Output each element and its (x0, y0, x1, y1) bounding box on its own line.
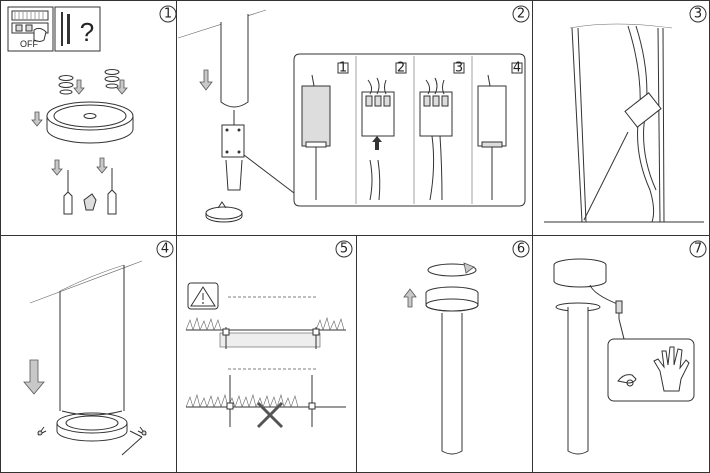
off-label: OFF (20, 39, 38, 49)
svg-text:4: 4 (513, 61, 521, 76)
hand-icon (33, 27, 47, 42)
panel-step-3: 3 (532, 0, 710, 236)
post-top (220, 14, 249, 108)
panel-step-6: 6 (356, 235, 533, 473)
post-body (441, 313, 463, 455)
panel-step-1: 1 OFF ? (0, 0, 177, 236)
screws-and-washers (58, 69, 128, 95)
hand-icon (617, 374, 637, 387)
step-number-circle (512, 5, 530, 23)
lamp-head (553, 258, 607, 288)
base-plate (46, 101, 134, 144)
anchor-bolts (51, 157, 117, 215)
step-number-circle (512, 240, 530, 258)
svg-text:1: 1 (339, 61, 347, 76)
panel-step-2: 2 1 (176, 0, 533, 236)
rotate-arrow-icon (427, 262, 477, 277)
step-number: 2 (517, 7, 525, 22)
panel-step-7: 7 (532, 235, 710, 473)
glove-icon (653, 346, 690, 392)
post-body (567, 307, 589, 455)
post-cutaway (571, 27, 665, 223)
step-number: 6 (517, 242, 525, 257)
substep-1: 1 (301, 61, 349, 200)
junction-box (221, 124, 245, 158)
question-mark: ? (80, 17, 94, 47)
step-number: 7 (694, 242, 702, 257)
power-cable (627, 25, 655, 223)
glove-callout (607, 338, 695, 402)
wiring-detail-callout: 1 2 3 (293, 53, 526, 207)
step-number-circle (335, 240, 353, 258)
panel-step-4: 4 (0, 235, 177, 473)
down-arrow (199, 69, 213, 91)
step-number: 3 (694, 7, 702, 22)
allen-key-icon (121, 430, 143, 456)
down-arrow (23, 359, 45, 395)
svg-text:2: 2 (397, 61, 405, 76)
substep-3: 3 (419, 61, 465, 201)
incorrect-install-ground (185, 368, 346, 429)
warning-triangle-icon (187, 282, 219, 310)
screw-right (137, 426, 147, 436)
cross-mark-icon (256, 401, 284, 429)
step-number-circle (689, 5, 707, 23)
step-number: 4 (161, 242, 169, 257)
substep-2: 2 (361, 61, 407, 201)
screw-left (37, 426, 47, 436)
substep-4: 4 (477, 61, 523, 200)
step-number-circle (156, 240, 174, 258)
correct-install-ground (185, 296, 346, 349)
power-switch-icon: OFF (7, 6, 54, 52)
connector-box (624, 92, 662, 128)
post-body (59, 265, 125, 411)
panel-step-5: 5 (176, 235, 357, 473)
lamp-head (425, 286, 479, 312)
cable-connector (615, 300, 623, 319)
step-number: 1 (164, 7, 172, 22)
wrench-icon (83, 193, 97, 211)
step-number-circle (689, 240, 707, 258)
tools-question-icon: ? (54, 6, 101, 52)
mounting-rod (583, 131, 629, 221)
base-plate (205, 201, 243, 223)
svg-text:3: 3 (455, 61, 463, 76)
base-plate (56, 412, 128, 442)
step-number: 5 (340, 242, 348, 257)
down-arrow (31, 111, 43, 127)
up-arrow (403, 288, 417, 308)
